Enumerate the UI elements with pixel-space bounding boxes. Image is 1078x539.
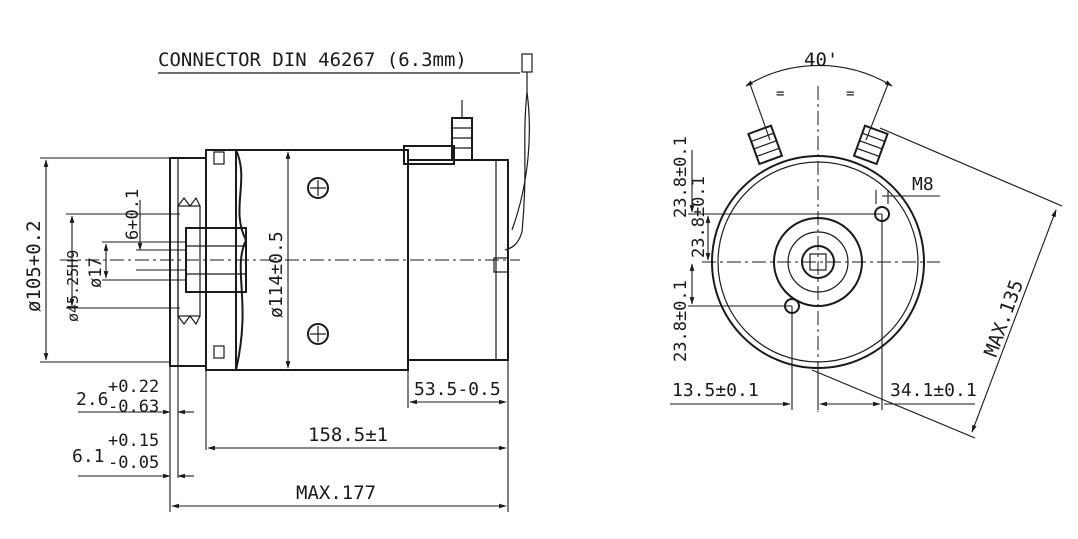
dim-dia-114: ø114±0.5 — [266, 231, 287, 318]
dim-2-6-upper: +0.22 — [108, 377, 159, 397]
screw-top-icon — [307, 177, 329, 199]
dim-158-5: 158.5±1 — [308, 424, 388, 446]
dim-dia-105: ø105+0.2 — [23, 220, 45, 312]
end-terminal-left-icon — [747, 124, 784, 166]
dim-key-6: 6+0.1 — [123, 189, 143, 240]
dim-max-135: MAX.135 — [980, 277, 1028, 360]
dim-6-1-upper: +0.15 — [108, 431, 159, 451]
dim-53-5: 53.5-0.5 — [414, 379, 501, 400]
screw-bottom-icon — [307, 323, 329, 345]
connector-label: CONNECTOR DIN 46267 (6.3mm) — [158, 49, 467, 71]
angle-label: 40' — [804, 49, 838, 71]
connector-terminal-icon — [504, 53, 533, 251]
side-dimensions: ø105+0.2 ø45.25H9 ø17 6+0.1 ø114±0.5 2.6… — [23, 151, 509, 512]
angle-arc — [745, 64, 893, 87]
dim-23-8-a: 23.8±0.1 — [671, 136, 691, 218]
dim-34-1: 34.1±0.1 — [890, 380, 977, 401]
dim-6-1-base: 6.1 — [72, 446, 105, 467]
dim-23-8-b: 23.8±0.1 — [689, 176, 709, 258]
rear-stud — [493, 257, 509, 273]
m8-label: M8 — [912, 174, 934, 195]
dim-dia-45: ø45.25H9 — [64, 250, 82, 322]
dim-2-6-base: 2.6 — [76, 389, 109, 410]
end-bell — [205, 149, 248, 371]
dim-23-8-c: 23.8±0.1 — [671, 280, 691, 362]
dim-max-177: MAX.177 — [296, 482, 376, 504]
end-terminal-right-icon — [852, 124, 889, 166]
dim-2-6-lower: -0.63 — [108, 397, 159, 417]
dim-13-5: 13.5±0.1 — [672, 380, 759, 401]
flange-teeth-bottom — [177, 315, 201, 326]
flange-teeth-top — [177, 196, 201, 207]
motor-end-view — [702, 86, 940, 412]
equal-mark-right: = — [846, 86, 854, 102]
flange-hub — [177, 205, 201, 317]
dim-dia-17: ø17 — [86, 257, 106, 288]
terminal-stud-icon — [451, 100, 473, 161]
connector-sleeve — [403, 145, 455, 165]
end-dimensions: 40' = = M8 23.8±0.1 23.8±0.1 23.8±0.1 13… — [670, 49, 1063, 439]
equal-mark-left: = — [776, 86, 784, 102]
dim-6-1-lower: -0.05 — [108, 453, 159, 473]
mounting-flange — [169, 157, 207, 367]
